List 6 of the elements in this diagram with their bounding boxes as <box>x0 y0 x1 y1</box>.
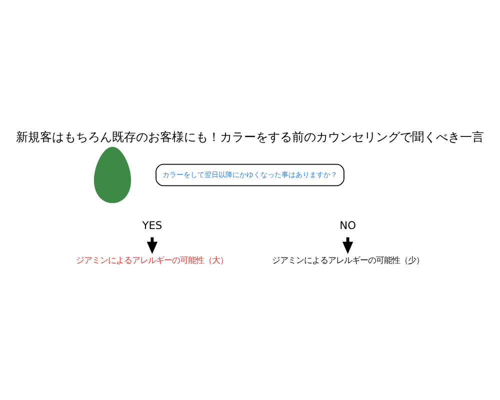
diagram-title: 新規客はもちろん既存のお客様にも！カラーをする前のカウンセリングで聞くべき一言 <box>16 130 484 144</box>
node-text: NO <box>340 218 356 232</box>
node-person <box>94 146 131 203</box>
node-text: YES <box>142 218 162 232</box>
node-text: ジアミンによるアレルギーの可能性（少） <box>272 254 424 265</box>
node-text: ジアミンによるアレルギーの可能性（大） <box>76 254 228 265</box>
